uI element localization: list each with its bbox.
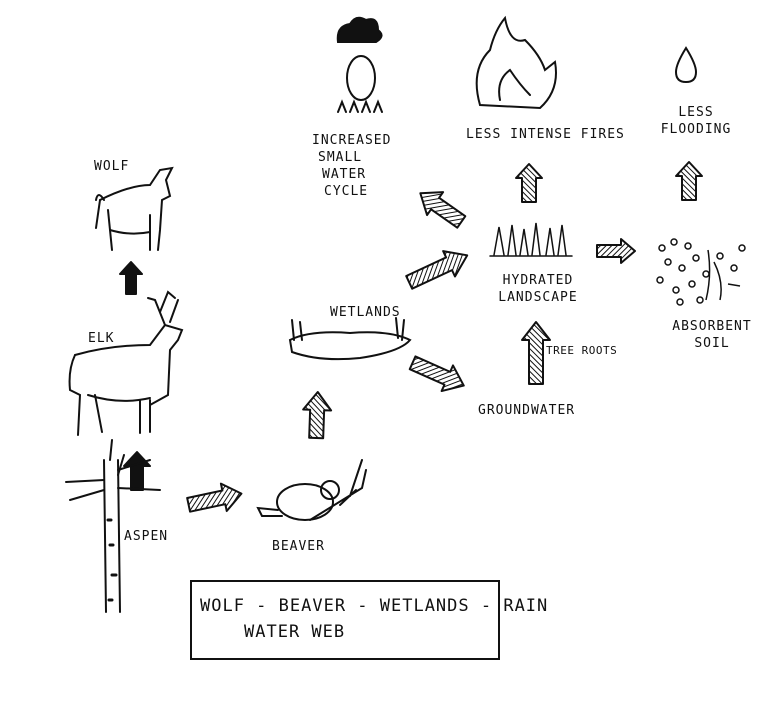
arrow-beaver-to-wetlands	[302, 391, 333, 440]
elk-illustration	[68, 290, 184, 436]
title-line-2: WATER WEB	[244, 622, 346, 642]
label-wolf: WOLF	[94, 159, 130, 174]
arrow-groundwater-to-landscape	[521, 321, 551, 385]
water-cycle-illustration	[336, 16, 383, 113]
arrow-wetlands-to-landscape	[405, 250, 469, 290]
label-groundwater: GROUNDWATER	[478, 403, 576, 418]
title-box: WOLF - BEAVER - WETLANDS - RAIN WATER WE…	[190, 580, 547, 660]
label-absorbent-soil: ABSORBENT SOIL	[672, 319, 752, 351]
label-less-flooding: LESS FLOODING	[660, 105, 732, 137]
arrow-aspen-to-elk	[123, 451, 151, 491]
title-line-1: WOLF - BEAVER - WETLANDS - RAIN	[200, 596, 549, 616]
arrow-elk-to-wolf	[119, 261, 143, 295]
arrow-landscape-to-water-cycle	[419, 191, 467, 229]
arrow-landscape-to-fires	[515, 163, 543, 203]
label-aspen: ASPEN	[124, 529, 169, 544]
arrow-landscape-to-soil	[596, 238, 636, 264]
beaver-illustration	[256, 459, 367, 521]
label-increased-small-water-cycle: INCREASED SMALL WATER CYCLE	[312, 133, 392, 199]
wolf-illustration	[95, 166, 174, 251]
label-less-intense-fires: LESS INTENSE FIRES	[466, 127, 625, 142]
label-elk: ELK	[88, 331, 115, 346]
arrow-soil-to-flooding	[675, 161, 703, 201]
label-wetlands: WETLANDS	[330, 305, 401, 320]
arrow-wetlands-to-groundwater	[408, 355, 465, 393]
landscape-trees-illustration	[489, 222, 573, 257]
label-hydrated-landscape: HYDRATED LANDSCAPE	[498, 273, 578, 305]
arrow-aspen-to-beaver	[186, 482, 243, 513]
aspen-illustration	[65, 439, 161, 613]
label-tree-roots: TREE ROOTS	[546, 344, 618, 357]
soil-illustration	[656, 238, 746, 306]
drop-illustration	[674, 46, 698, 84]
wetlands-illustration	[288, 317, 412, 361]
label-beaver: BEAVER	[272, 539, 325, 554]
fire-illustration	[475, 15, 557, 110]
